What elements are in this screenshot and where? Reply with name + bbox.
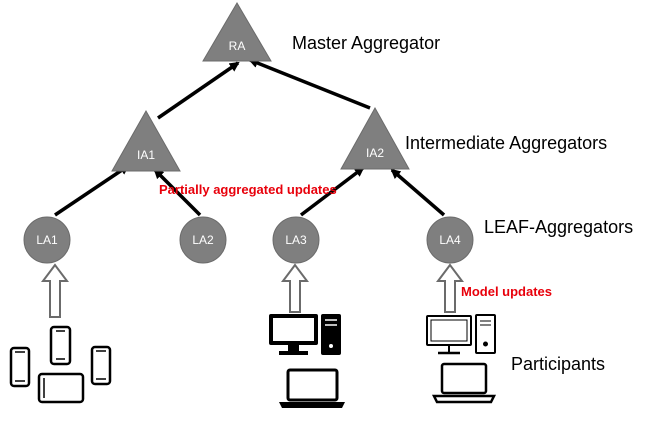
edge-la4-to-ia2 bbox=[390, 168, 446, 217]
smartphone-icon bbox=[9, 346, 31, 388]
edge-la2-to-ia1 bbox=[153, 168, 202, 217]
la2-label: LA2 bbox=[192, 233, 214, 247]
node-la4: LA4 bbox=[426, 216, 474, 264]
participants-label: Participants bbox=[511, 354, 605, 374]
desktop-computer-icon bbox=[269, 314, 341, 355]
laptop-icon bbox=[279, 368, 345, 408]
la4-circle bbox=[426, 216, 474, 264]
upload-arrow-la3 bbox=[281, 263, 309, 313]
model-updates-annotation: Model updates bbox=[461, 284, 552, 299]
la1-circle bbox=[23, 216, 71, 264]
laptop-icon bbox=[431, 362, 497, 404]
partial-updates-annotation: Partially aggregated updates bbox=[159, 182, 337, 197]
mobile-devices-icon bbox=[9, 325, 112, 404]
ia1-label: IA1 bbox=[137, 148, 155, 162]
la4-label: LA4 bbox=[439, 233, 461, 247]
ia1-triangle bbox=[111, 109, 181, 172]
intermediate-aggregators-label: Intermediate Aggregators bbox=[405, 133, 607, 153]
hollow-up-arrow-icon bbox=[41, 263, 464, 318]
la3-circle bbox=[272, 216, 320, 264]
edge-ia1-to-ra bbox=[157, 61, 240, 120]
node-la3: LA3 bbox=[272, 216, 320, 264]
ia2-triangle bbox=[340, 106, 410, 170]
ra-label: RA bbox=[229, 39, 246, 53]
node-ra: RA bbox=[202, 2, 272, 62]
ra-triangle bbox=[202, 2, 272, 62]
node-la1: LA1 bbox=[23, 216, 71, 264]
la3-label: LA3 bbox=[285, 233, 307, 247]
tablet-icon bbox=[37, 372, 85, 404]
smartphone-icon bbox=[90, 345, 112, 386]
leaf-aggregators-label: LEAF-Aggregators bbox=[484, 217, 633, 237]
la2-circle bbox=[179, 216, 227, 264]
smartphone-icon bbox=[49, 325, 72, 366]
la1-label: LA1 bbox=[36, 233, 58, 247]
node-ia2: IA2 bbox=[340, 106, 410, 170]
ia2-label: IA2 bbox=[366, 146, 384, 160]
node-la2: LA2 bbox=[179, 216, 227, 264]
edge-la3-to-ia2 bbox=[299, 166, 365, 217]
edges bbox=[54, 58, 446, 217]
upload-arrow-la1 bbox=[41, 263, 69, 318]
node-ia1: IA1 bbox=[111, 109, 181, 172]
desktop-computer-outline-icon bbox=[426, 314, 496, 355]
upload-arrow-la4 bbox=[436, 263, 464, 313]
master-aggregator-label: Master Aggregator bbox=[292, 33, 440, 53]
edge-la1-to-ia1 bbox=[54, 164, 130, 217]
edge-ia2-to-ra bbox=[248, 58, 371, 110]
